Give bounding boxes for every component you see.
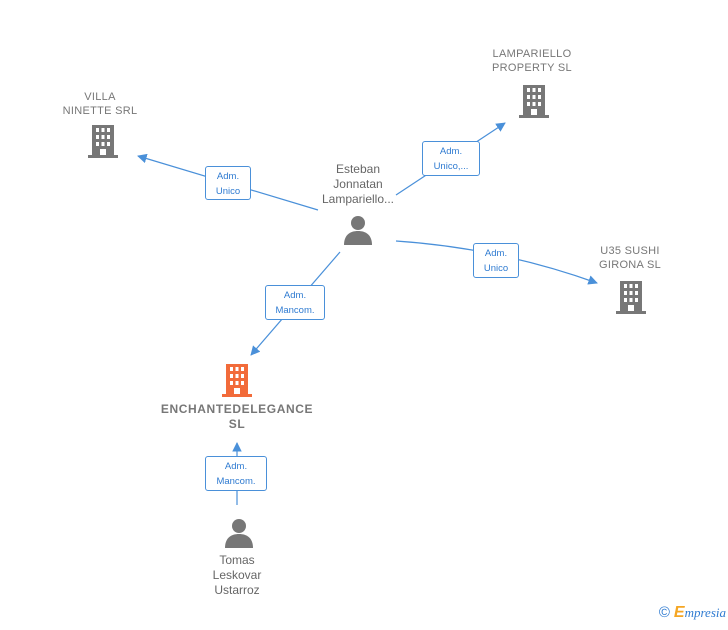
person-icon xyxy=(344,216,372,245)
company-label-lampariello-property[interactable]: LAMPARIELLO PROPERTY SL xyxy=(492,48,572,74)
company-label-u35-sushi[interactable]: U35 SUSHI GIRONA SL xyxy=(599,245,661,271)
building-icon xyxy=(519,85,549,118)
person-label-esteban[interactable]: Esteban Jonnatan Lampariello... xyxy=(321,162,395,206)
edge-label-esteban-enchant: Adm. Mancom. xyxy=(265,285,325,320)
person-label-tomas[interactable]: Tomas Leskovar Ustarroz xyxy=(212,553,262,597)
edge-label-tomas-enchant: Adm. Mancom. xyxy=(205,456,267,491)
company-label-villa-ninette[interactable]: VILLA NINETTE SRL xyxy=(62,91,138,117)
brand-initial: E xyxy=(673,604,685,621)
edge-label-villa: Adm. Unico xyxy=(205,166,251,200)
building-icon xyxy=(616,281,646,314)
company-label-enchantedelegance[interactable]: ENCHANTEDELEGANCE SL xyxy=(160,402,314,431)
edge-label-u35: Adm. Unico xyxy=(473,243,519,278)
empresia-logo: ©Empresia xyxy=(659,604,726,622)
building-icon xyxy=(88,125,118,158)
building-main-icon xyxy=(222,364,252,397)
brand-name: mpresia xyxy=(684,605,726,620)
person-icon xyxy=(225,519,253,548)
edge-label-lampariello: Adm. Unico,... xyxy=(422,141,480,176)
copyright-symbol: © xyxy=(658,604,670,621)
